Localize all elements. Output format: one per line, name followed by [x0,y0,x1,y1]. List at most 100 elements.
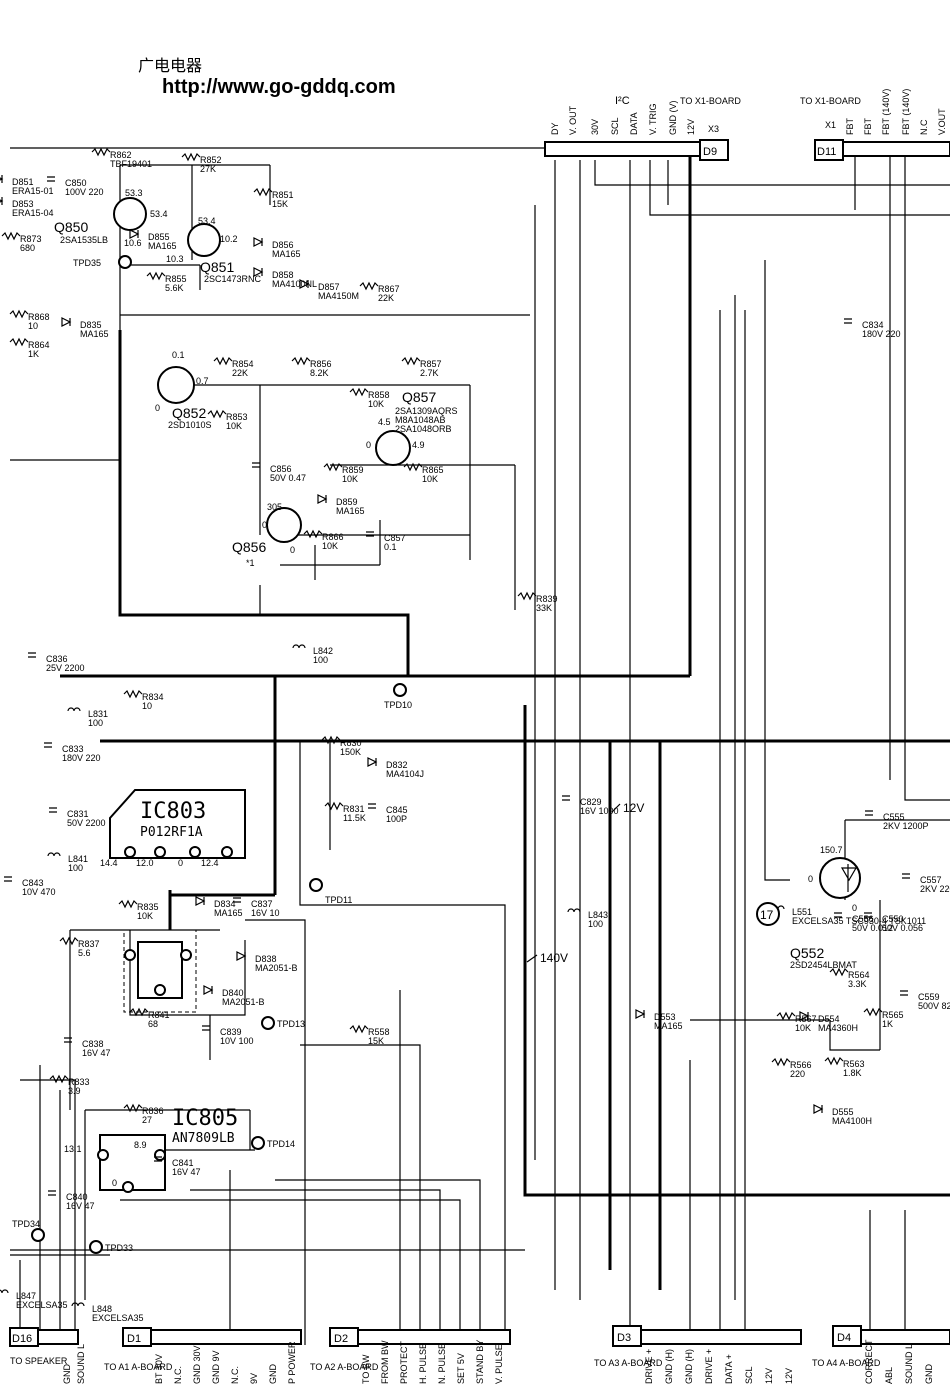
test-point-tpd14: TPD14 [251,1136,295,1150]
connector-d4[interactable]: D4 TO A4 A-BOARD CORRECT ABL SOUND L GND [812,1325,950,1384]
component-value: 15K [272,199,288,209]
test-point-label: TPD35 [73,258,101,268]
component-value: EXCELSA35 TSC930-4 TSK1011 [792,916,926,926]
site-url[interactable]: http://www.go-gddq.com [162,76,396,98]
svg-text:V. OUT: V. OUT [568,105,578,135]
connector-d1[interactable]: D1 TO A1 A-BOARD BT 30V N.C. GND 30V GND… [104,1327,302,1384]
component-value: 16V 10 [251,908,280,918]
component-value: ERA15-04 [12,208,54,218]
test-point-label: TPD34 [12,1219,40,1229]
component-ref: L842 [313,646,333,656]
svg-text:2SA1309AQRS: 2SA1309AQRS [395,406,458,416]
svg-text:GND 30V: GND 30V [192,1345,202,1384]
component-value: 500V 820P [918,1001,950,1011]
component-value: 100 [313,655,328,665]
component-value: MA4150M [318,291,359,301]
connector-ref: X1 [825,120,836,130]
component-ref: C840 [66,1192,88,1202]
component-ref: D859 [336,497,358,507]
component-ref: D840 [222,988,244,998]
svg-text:53.4: 53.4 [198,216,216,226]
component-ref: R862 [110,150,132,160]
transistor-q857: Q857 2SA1309AQRS M8A1048AB 2SA1048ORB 4.… [366,389,458,466]
connector-d3[interactable]: D3 TO A3 A-BOARD DRIVE + GND (H) GND (H)… [594,1325,802,1384]
svg-text:CORRECT: CORRECT [864,1339,874,1384]
component-value: 16V 47 [66,1201,95,1211]
svg-text:4.5: 4.5 [378,417,391,427]
test-point-label: TPD10 [384,700,412,710]
svg-text:FBT (140V): FBT (140V) [901,89,911,135]
site-name: 广电电器 [138,56,203,75]
component-value: 5.6 [78,948,91,958]
svg-text:BT 30V: BT 30V [154,1354,164,1384]
component-value: 5.6K [165,283,184,293]
connector-d11[interactable]: D11 TO X1-BOARD X1 FBT FBT FBT (140V) FB… [800,89,950,161]
test-point-tpd35: TPD35 [73,255,132,269]
component-ref: D834 [214,899,236,909]
component-value: MA2051-B [222,997,265,1007]
component-ref: R567 [795,1014,817,1024]
svg-text:DRIVE +: DRIVE + [704,1349,714,1384]
test-point-tpd11: TPD11 [309,878,352,905]
i2c-label: I²C [615,95,630,107]
pin-labels: FBT FBT FBT (140V) FBT (140V) N.C V.OUT [845,89,947,135]
component-value: ERA15-01 [12,186,54,196]
svg-text:FROM BW: FROM BW [380,1340,390,1384]
connector-d2[interactable]: D2 TO A2 A-BOARD TO BW FROM BW PROTECT H… [310,1327,511,1384]
pin-labels: BT 30V N.C. GND 30V GND 9V N.C. 9V GND P… [154,1341,297,1384]
component-ref: D851 [12,177,34,187]
svg-text:0.7: 0.7 [196,376,209,386]
svg-text:SCL: SCL [610,117,620,135]
component-value: TBF19401 [110,159,152,169]
component-value: 100V 220 [65,187,104,197]
svg-text:V. TRIG: V. TRIG [648,103,658,135]
connector-d16[interactable]: D16 TO SPEAKER GND SOUND L [9,1327,86,1384]
component-ref: L847 [16,1291,36,1301]
connector-label: D2 [334,1333,348,1345]
svg-text:DATA +: DATA + [724,1354,734,1384]
component-ref: D856 [272,240,294,250]
component-value: 100 [588,919,603,929]
connector-label: D16 [12,1333,32,1345]
svg-text:STAND BY: STAND BY [475,1340,485,1384]
svg-text:H. PULSE: H. PULSE [418,1343,428,1384]
svg-text:DRIVE +: DRIVE + [644,1349,654,1384]
component-ref: R558 [368,1027,390,1037]
svg-text:0: 0 [155,403,160,413]
component-value: 2.7K [420,368,439,378]
ic-part: P012RF1A [140,825,203,840]
component-value: 68 [148,1019,158,1029]
svg-text:GND (H): GND (H) [684,1349,694,1384]
rail-12v: 12V [611,801,644,815]
component-value: 10V 470 [22,887,56,897]
test-point-label: TPD14 [267,1139,295,1149]
connector-d9[interactable]: D9 TO X1-BOARD X3 I²C DY V. OUT 30V SCL … [544,95,741,161]
svg-text:13.1: 13.1 [64,1144,82,1154]
component-value: 16V 1000 [580,806,619,816]
component-ref: R835 [137,902,159,912]
component-value: 10V 100 [220,1036,254,1046]
svg-text:Q857: Q857 [402,389,436,405]
svg-text:2SD2454LBMAT: 2SD2454LBMAT [790,960,857,970]
svg-text:2SA1535LB: 2SA1535LB [60,235,108,245]
component-value: 2KV 1200P [883,821,929,831]
component-ref: C550 [882,914,904,924]
component-value: 100 [88,718,103,728]
component-value: MA4104J [386,769,424,779]
connector-destination: TO A4 A-BOARD [812,1358,881,1368]
